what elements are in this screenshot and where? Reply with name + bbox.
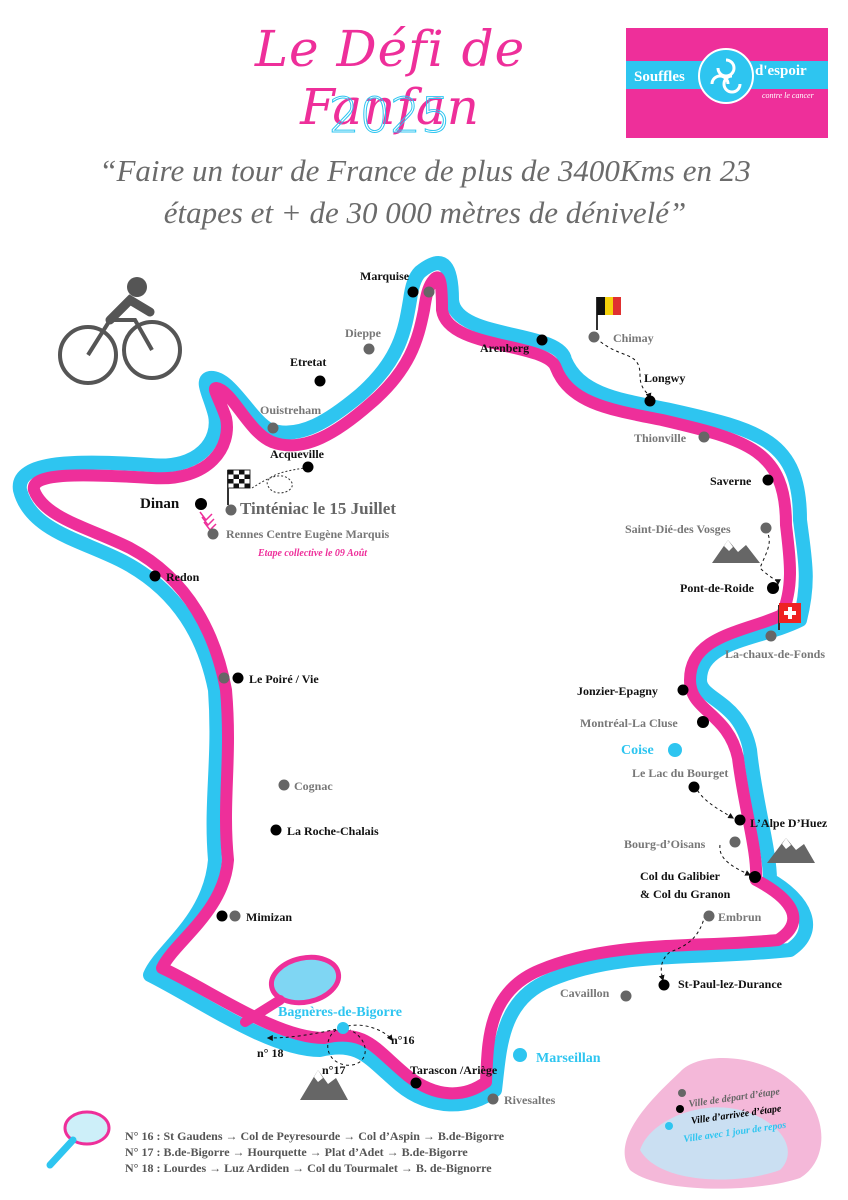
rest-city-label: Marseillan (536, 1051, 601, 1066)
rest-city-label: Bagnères-de-Bigorre (278, 1005, 402, 1020)
magnifier-icon (240, 954, 342, 1027)
city-label: Marquise (360, 269, 410, 283)
city-label: Mimizan (246, 910, 292, 924)
rest-city-label: Coise (621, 743, 654, 758)
city-label: Tarascon /Ariège (410, 1063, 498, 1077)
city-label: Dinan (140, 496, 180, 512)
collective-note: Etape collective le 09 Août (257, 548, 368, 559)
city-dots (149, 286, 779, 1105)
city-label: Thionville (634, 431, 687, 445)
city-label: Etretat (290, 355, 326, 369)
route-pink-band (27, 271, 800, 1100)
city-label: & Col du Granon (640, 887, 731, 901)
city-label: Chimay (613, 331, 654, 345)
mountain-icon (712, 540, 760, 563)
city-label: Cognac (294, 779, 333, 793)
collective-city-label: Rennes Centre Eugène Marquis (226, 527, 390, 541)
city-label: Dieppe (345, 326, 382, 340)
city-label: Pont-de-Roide (680, 581, 755, 595)
city-label: La Roche-Chalais (287, 824, 379, 838)
stage-detail-16: N° 16 : St Gaudens → Col de Peyresourde … (125, 1129, 505, 1143)
city-label: Bourg-d’Oisans (624, 837, 706, 851)
stage-number: n°17 (322, 1063, 345, 1077)
city-label: Le Lac du Bourget (632, 766, 728, 780)
legend: Ville de départ d’étape Ville d’arrivée … (624, 1058, 822, 1189)
city-label: Cavaillon (560, 986, 610, 1000)
city-label: Arenberg (480, 341, 529, 355)
start-label: Tinténiac le 15 Juillet (240, 499, 396, 518)
cyclist-icon (58, 277, 182, 385)
stage-number: n° 18 (257, 1046, 283, 1060)
city-label: Col du Galibier (640, 869, 721, 883)
city-label: St-Paul-lez-Durance (678, 977, 783, 991)
souffles-despoir-logo: Souffles d'espoir contre le cancer (626, 28, 828, 138)
mountain-icon (300, 1070, 348, 1100)
quote-line-2: étapes et + de 30 000 mètres de dénivelé… (163, 195, 687, 230)
city-label: Rivesaltes (504, 1093, 556, 1107)
collective-arrows (199, 511, 217, 532)
city-label: L’Alpe D’Huez (750, 816, 828, 830)
logo-left-text: Souffles (634, 69, 685, 85)
stage-number: n°16 (391, 1033, 414, 1047)
stage-detail-17: N° 17 : B.de-Bigorre → Hourquette → Plat… (125, 1145, 468, 1159)
belgium-flag-icon (596, 297, 621, 330)
quote: “Faire un tour de France de plus de 3400… (70, 150, 780, 234)
logo-tagline: contre le cancer (762, 91, 815, 100)
quote-line-1: “Faire un tour de France de plus de 3400… (99, 153, 751, 188)
city-label: Embrun (718, 910, 762, 924)
city-label: Acqueville (270, 447, 325, 461)
stage-detail-18: N° 18 : Lourdes → Luz Ardiden → Col du T… (125, 1161, 492, 1175)
swiss-flag-icon (778, 603, 801, 630)
page-title: Le Défi de Fanfan (254, 20, 526, 136)
route-blue-band (12, 256, 814, 1112)
city-label: Jonzier-Epagny (577, 684, 658, 698)
checkered-flag-icon (227, 469, 251, 505)
city-label: Montréal-La Cluse (580, 716, 678, 730)
title-year: 2025 (328, 88, 452, 145)
city-label: La-chaux-de-Fonds (725, 647, 825, 661)
city-label: Saint-Dié-des Vosges (625, 522, 731, 536)
magnifier-icon (46, 1110, 111, 1169)
city-label: Ouistreham (260, 403, 321, 417)
logo-right-text: d'espoir (755, 63, 807, 79)
city-label: Saverne (710, 474, 752, 488)
mountain-icon (767, 838, 815, 863)
city-label: Longwy (644, 371, 685, 385)
city-label: Le Poiré / Vie (249, 672, 319, 686)
city-label: Redon (166, 570, 200, 584)
